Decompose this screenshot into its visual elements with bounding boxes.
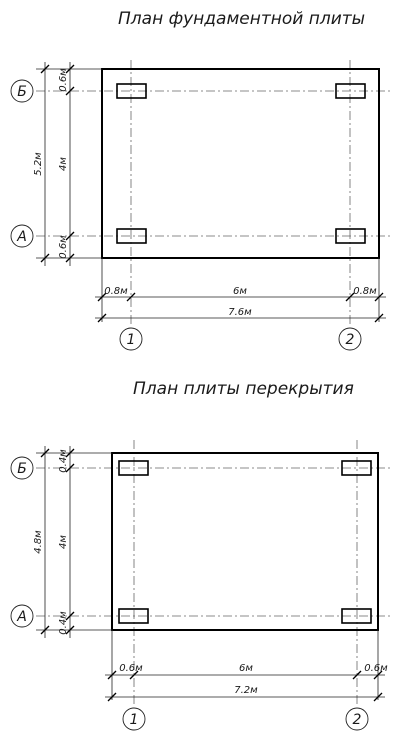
dim-tick: [352, 670, 362, 680]
column-a2: [341, 608, 372, 624]
dim-tick: [97, 313, 107, 323]
axis-marker-1: [122, 707, 146, 731]
dim-total-h: 7.6м: [228, 307, 252, 318]
plan1-title: План фундаментной плиты: [118, 9, 365, 29]
axis-marker-1: [119, 327, 143, 351]
axis-marker-a: [10, 604, 34, 628]
axis-label-2: 2: [346, 332, 355, 348]
dim-tick: [126, 292, 136, 302]
axis-label-1: 1: [130, 712, 139, 728]
column-b2: [335, 83, 366, 99]
axis-label-a: А: [16, 229, 27, 245]
axis-marker-b: [10, 79, 34, 103]
dim-left-margin: 0.8м: [104, 286, 128, 297]
plan-floor-slab: План плиты перекрытия 4.8м 4м 0.4м 0.4м …: [10, 379, 392, 731]
column-b1: [118, 460, 149, 476]
axis-marker-b: [10, 456, 34, 480]
dim-tick: [65, 253, 75, 263]
dim-bottom-margin: 0.6м: [58, 235, 69, 259]
column-a2: [335, 228, 366, 244]
dim-tick: [374, 292, 384, 302]
column-a1: [116, 228, 147, 244]
axis-marker-2: [338, 327, 362, 351]
dim-mid-v: 4м: [58, 157, 69, 171]
dim-tick: [107, 692, 117, 702]
dim-tick: [65, 463, 75, 473]
dim-tick: [65, 448, 75, 458]
dim-total-v: 4.8м: [33, 530, 44, 554]
floor-slab-outline: [111, 452, 379, 631]
column-b2: [341, 460, 372, 476]
axis-label-b: Б: [17, 461, 27, 477]
dim-mid-v: 4м: [58, 535, 69, 549]
dim-tick: [65, 611, 75, 621]
axis-label-2: 2: [353, 712, 362, 728]
dim-left-margin: 0.6м: [119, 663, 143, 674]
dim-tick: [374, 313, 384, 323]
dim-mid-h: 6м: [233, 286, 247, 297]
foundation-slab-outline: [101, 68, 380, 259]
dim-right-margin: 0.8м: [353, 286, 377, 297]
dim-tick: [40, 448, 50, 458]
dim-tick: [97, 292, 107, 302]
dim-total-h: 7.2м: [234, 685, 258, 696]
dim-tick: [65, 231, 75, 241]
dim-mid-h: 6м: [239, 663, 253, 674]
column-a1: [118, 608, 149, 624]
dim-tick: [129, 670, 139, 680]
dim-tick: [40, 253, 50, 263]
axis-marker-2: [345, 707, 369, 731]
axis-marker-a: [10, 224, 34, 248]
column-b1: [116, 83, 147, 99]
dim-top-margin: 0.4м: [58, 449, 69, 473]
dim-tick: [373, 670, 383, 680]
dim-tick: [40, 64, 50, 74]
dim-tick: [65, 625, 75, 635]
dim-tick: [107, 670, 117, 680]
dim-right-margin: 0.6м: [364, 663, 388, 674]
dim-tick: [65, 64, 75, 74]
dim-tick: [373, 692, 383, 702]
plan2-title: План плиты перекрытия: [133, 379, 354, 399]
dim-bottom-margin: 0.4м: [58, 611, 69, 635]
axis-label-b: Б: [17, 84, 27, 100]
dim-top-margin: 0.6м: [58, 68, 69, 92]
dim-total-v: 5.2м: [33, 152, 44, 176]
axis-label-a: А: [16, 609, 27, 625]
axis-label-1: 1: [127, 332, 136, 348]
plan-foundation-slab: План фундаментной плиты 5.2м 4м 0.6м 0.6…: [10, 9, 392, 351]
dim-tick: [65, 86, 75, 96]
dim-tick: [345, 292, 355, 302]
dim-tick: [40, 625, 50, 635]
